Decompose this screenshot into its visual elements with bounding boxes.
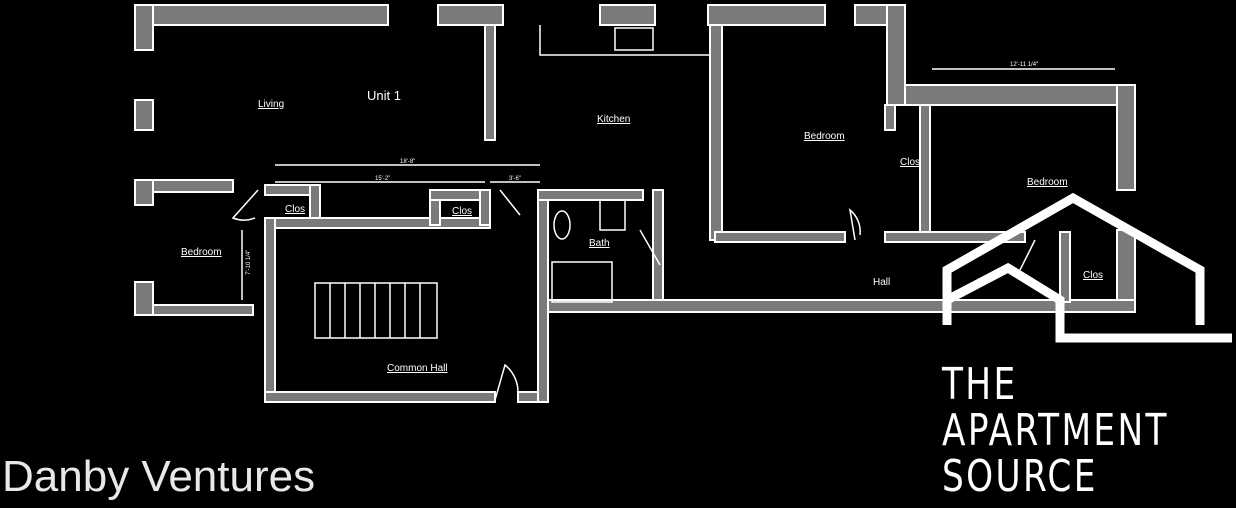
room-common-hall: Common Hall: [387, 363, 448, 374]
dimension-12-11: 12'-11 1/4": [1010, 62, 1038, 68]
room-clos-4: Clos: [1083, 270, 1103, 281]
unit-label: Unit 1: [367, 88, 401, 103]
walls: [134, 4, 1136, 403]
logo-line-apartment: APARTMENT: [942, 405, 1169, 456]
stairs: [329, 283, 421, 338]
room-kitchen: Kitchen: [597, 114, 630, 125]
logo-line-the: THE: [942, 359, 1018, 410]
room-bath: Bath: [589, 238, 610, 249]
dimension-7-10: 7'-10 1/4": [246, 250, 252, 275]
room-bedroom-main: Bedroom: [804, 131, 845, 142]
dimension-lines: [241, 68, 1115, 300]
room-bedroom-left: Bedroom: [181, 247, 222, 258]
apartment-source-logo-text: THE APARTMENT SOURCE: [942, 362, 1169, 500]
fixtures: [314, 25, 710, 339]
room-clos-2: Clos: [452, 206, 472, 217]
doors: [231, 189, 1036, 401]
room-clos-1: Clos: [285, 204, 305, 215]
room-clos-3: Clos: [900, 157, 920, 168]
dimension-18-8: 18'-8": [400, 159, 415, 165]
room-bedroom-right: Bedroom: [1027, 177, 1068, 188]
room-living: Living: [258, 99, 284, 110]
logo-line-source: SOURCE: [942, 451, 1098, 502]
danby-ventures-watermark: Danby Ventures: [2, 452, 316, 501]
dimension-3-6: 3'-6": [509, 176, 521, 182]
dimension-15-2: 15'-2": [375, 176, 390, 182]
apartment-source-logo-icon: [942, 192, 1232, 343]
room-hall: Hall: [873, 277, 890, 288]
